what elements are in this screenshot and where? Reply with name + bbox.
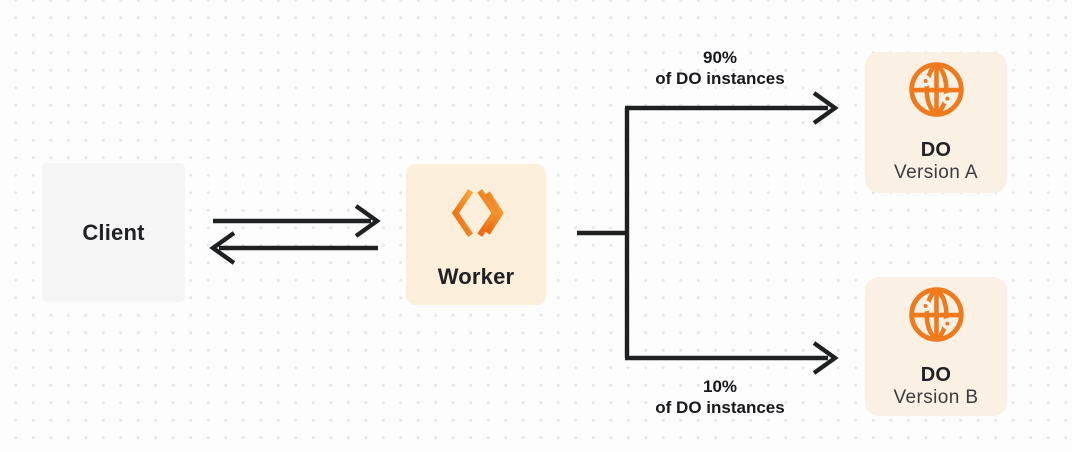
- do-version-b-node: DO Version B: [865, 277, 1007, 416]
- edge-percent-a: 90%: [702, 48, 738, 67]
- edge-label-version-b: 10% of DO instances: [610, 376, 830, 418]
- globe-icon: [908, 61, 965, 118]
- do-version-a-title: DO: [920, 139, 952, 161]
- edge-caption-a: of DO instances: [655, 69, 785, 88]
- arrow-to-version-b: [625, 341, 839, 375]
- do-version-a-subtitle: Version A: [894, 162, 978, 183]
- edge-percent-b: 10%: [702, 377, 738, 396]
- do-version-b-title: DO: [920, 364, 952, 386]
- client-label: Client: [82, 219, 145, 245]
- request-arrow: [213, 204, 381, 238]
- do-version-a-node: DO Version A: [865, 52, 1007, 193]
- edge-label-version-a: 90% of DO instances: [610, 47, 830, 89]
- worker-node: Worker: [406, 164, 546, 305]
- client-node: Client: [42, 163, 185, 302]
- response-arrow: [209, 231, 378, 265]
- worker-label: Worker: [437, 264, 515, 289]
- workers-logo-icon: [449, 185, 504, 241]
- do-version-b-subtitle: Version B: [893, 387, 979, 408]
- globe-icon: [908, 286, 965, 343]
- arrow-to-version-a: [625, 91, 839, 125]
- branch-connector: [577, 108, 630, 358]
- edge-caption-b: of DO instances: [655, 398, 785, 417]
